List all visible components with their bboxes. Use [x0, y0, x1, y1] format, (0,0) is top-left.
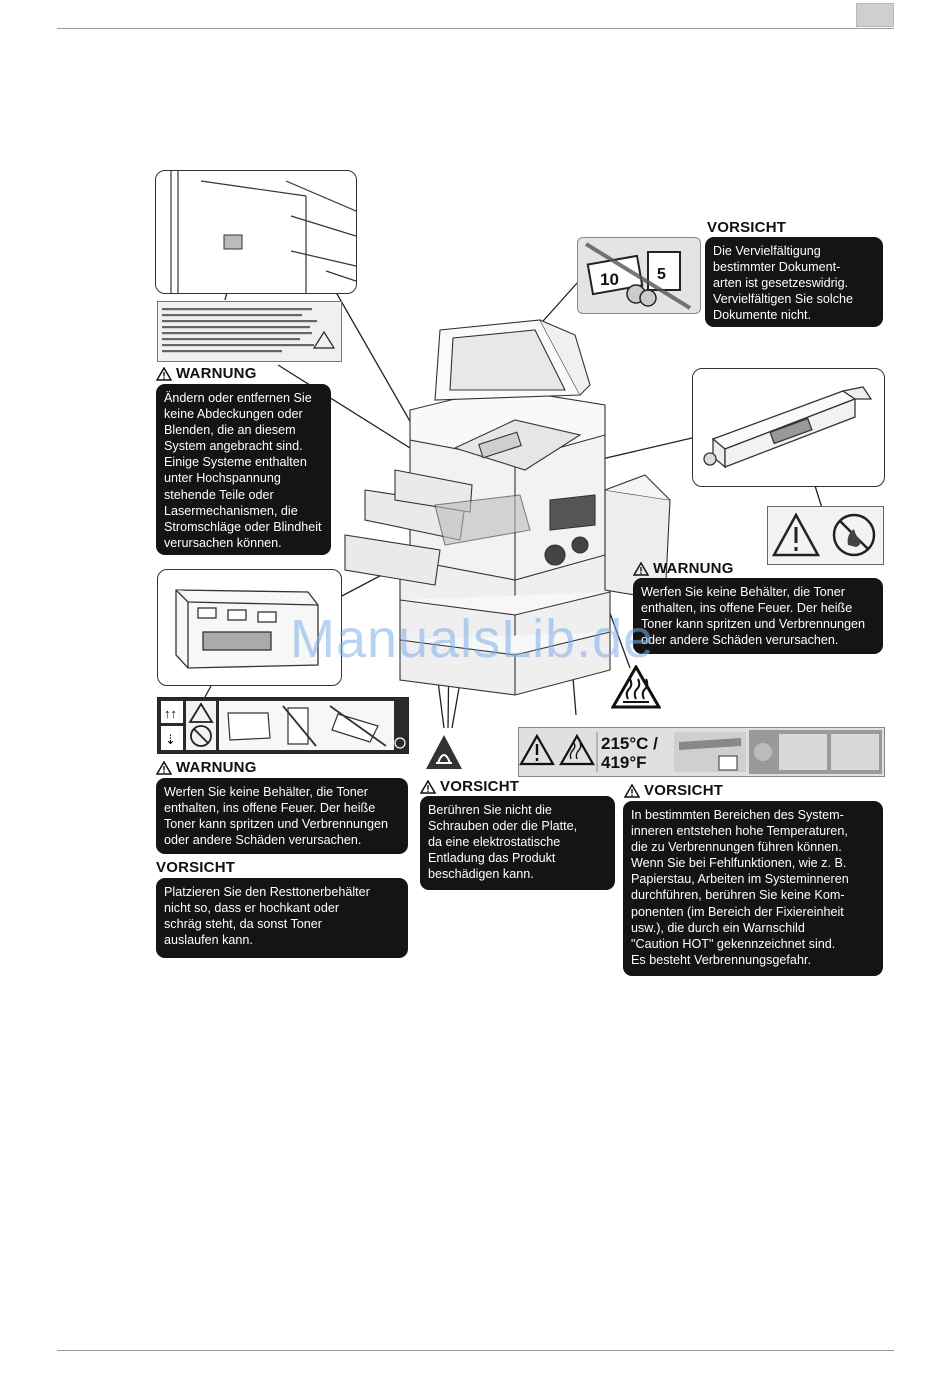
hot-temperature-label: 215°C / 419°F [518, 727, 885, 777]
toner-bottle-icon [703, 386, 873, 469]
esd-icon [424, 733, 464, 773]
warning-triangle-icon [633, 561, 649, 576]
toner-bottle-inset [692, 368, 885, 487]
warning-triangle-icon [624, 783, 640, 798]
laser-warning-label [157, 301, 342, 362]
copier-illustration [344, 319, 671, 696]
copy-caution-text: Die Vervielfältigung bestimmter Dokument… [705, 237, 883, 327]
page-number-box [856, 3, 894, 27]
machine-side-drawing [170, 171, 356, 293]
toner-warning-left-text: Werfen Sie keine Behälter, die Toner ent… [156, 778, 408, 854]
warning-triangle-icon [420, 779, 436, 794]
svg-text:↑↑: ↑↑ [164, 706, 177, 721]
laser-label-location-inset [155, 170, 357, 294]
covers-warning-text: Ändern oder entfernen Sie keine Abdeckun… [156, 384, 331, 555]
svg-text:⇣: ⇣ [165, 732, 176, 747]
fire-prohibited-icon [190, 725, 212, 747]
toner-fire-warning-label [767, 506, 884, 565]
laser-hazard-icon [312, 330, 336, 349]
waste-toner-caution-heading: VORSICHT [156, 859, 236, 876]
toner-warning-right-heading: WARNUNG [633, 560, 734, 577]
temperature-fahrenheit: 419°F [601, 753, 647, 772]
copy-caution-heading: VORSICHT [707, 219, 787, 236]
esd-caution-text: Berühren Sie nicht die Schrauben oder di… [420, 796, 615, 890]
toner-warning-left-heading: WARNUNG [156, 759, 257, 776]
hot-surface-icon [610, 663, 662, 709]
waste-toner-box-icon [175, 589, 319, 669]
footer-rule [57, 1350, 894, 1351]
warning-triangle-icon [188, 702, 214, 723]
waste-toner-box-inset [157, 569, 342, 686]
waste-toner-label: ↑↑ ⇣ [157, 697, 409, 754]
covers-warning-heading: WARNUNG [156, 365, 257, 382]
esd-caution-heading: VORSICHT [420, 778, 519, 795]
header-rule [57, 28, 894, 29]
toner-warning-right-text: Werfen Sie keine Behälter, die Toner ent… [633, 578, 883, 654]
svg-text:10: 10 [600, 270, 619, 289]
heat-caution-heading: VORSICHT [624, 782, 723, 799]
temperature-celsius: 215°C / [601, 734, 658, 753]
heat-caution-text: In bestimmten Bereichen des System- inne… [623, 801, 883, 976]
svg-text:5: 5 [657, 266, 666, 283]
warning-triangle-icon [519, 733, 555, 766]
warning-triangle-icon [156, 366, 172, 381]
no-copy-money-icon: 10 5 [577, 237, 701, 314]
fire-prohibited-icon [832, 513, 876, 557]
watermark: ManualsLib.de [290, 609, 655, 669]
warning-triangle-icon [156, 760, 172, 775]
waste-toner-caution-text: Platzieren Sie den Resttonerbehälter nic… [156, 878, 408, 958]
warning-triangle-icon [771, 512, 821, 557]
